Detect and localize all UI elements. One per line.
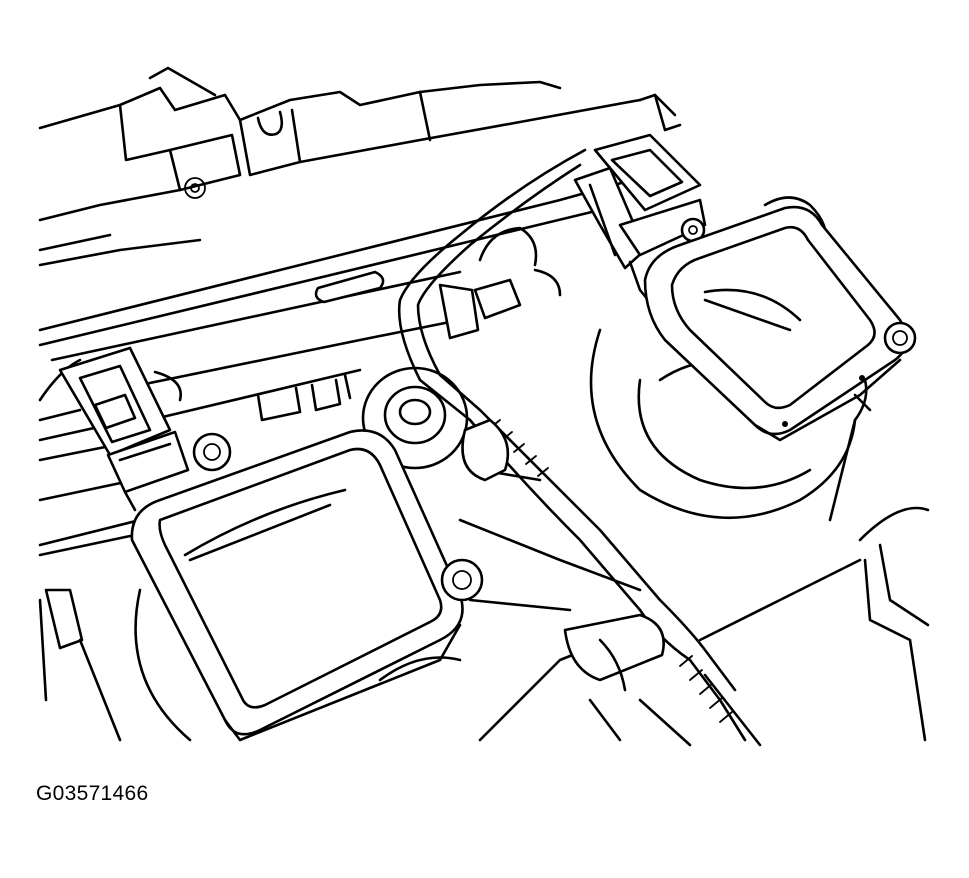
engine-casting xyxy=(38,66,682,267)
wiring-harness xyxy=(397,148,747,742)
right-ignition-coil xyxy=(643,205,917,442)
ignition-coil-diagram xyxy=(38,66,930,747)
right-coil-connector xyxy=(573,133,707,302)
spark-plug-wells xyxy=(134,196,868,742)
left-ignition-coil xyxy=(130,429,484,742)
lower-casting xyxy=(38,418,930,747)
left-coil-connector xyxy=(58,346,190,512)
figure-reference-code: G03571466 xyxy=(36,782,149,805)
